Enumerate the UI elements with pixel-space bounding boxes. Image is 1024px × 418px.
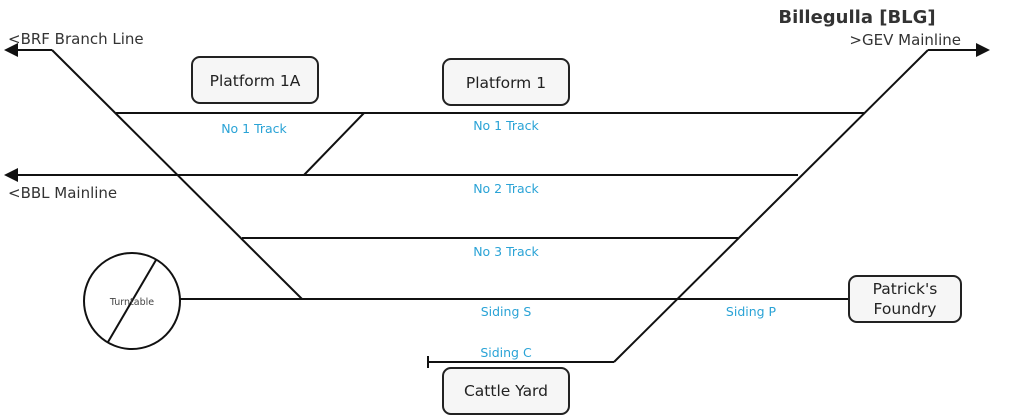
foundry-box: [848, 275, 962, 323]
bbl-arrow-icon: [4, 168, 18, 182]
track-label-no1-right: No 1 Track: [473, 118, 539, 133]
foundry-label-line2: Foundry: [874, 300, 937, 318]
gev-mainline-label: >GEV Mainline: [849, 31, 961, 49]
track-label-no3: No 3 Track: [473, 244, 539, 259]
brf-branch-diagonal: [51, 49, 303, 300]
brf-arrow-icon: [4, 43, 18, 57]
platform-1a-box: [191, 56, 319, 104]
station-title: Billegulla [BLG]: [778, 7, 935, 28]
gev-arrow-icon: [976, 43, 990, 57]
track-label-no1-left: No 1 Track: [221, 121, 287, 136]
platform-1-label: Platform 1: [466, 74, 546, 92]
track-label-siding-c: Siding C: [480, 345, 532, 360]
turntable-label: Turntable: [109, 297, 154, 308]
brf-branch-label: <BRF Branch Line: [8, 30, 144, 48]
cattle-yard-label: Cattle Yard: [464, 382, 548, 400]
crossover-no1-no2: [303, 112, 365, 176]
platform-1a-label: Platform 1A: [210, 72, 301, 90]
gev-mainline-diagonal: [613, 49, 929, 363]
bbl-mainline-label: <BBL Mainline: [8, 184, 117, 202]
turntable-bridge: [107, 259, 157, 343]
track-label-siding-p: Siding P: [726, 304, 777, 319]
track-label-no2: No 2 Track: [473, 181, 539, 196]
cattle-yard-box: [442, 367, 570, 415]
track-label-siding-s: Siding S: [481, 304, 532, 319]
platform-1-box: [442, 58, 570, 106]
foundry-label-line1: Patrick's: [873, 280, 938, 298]
